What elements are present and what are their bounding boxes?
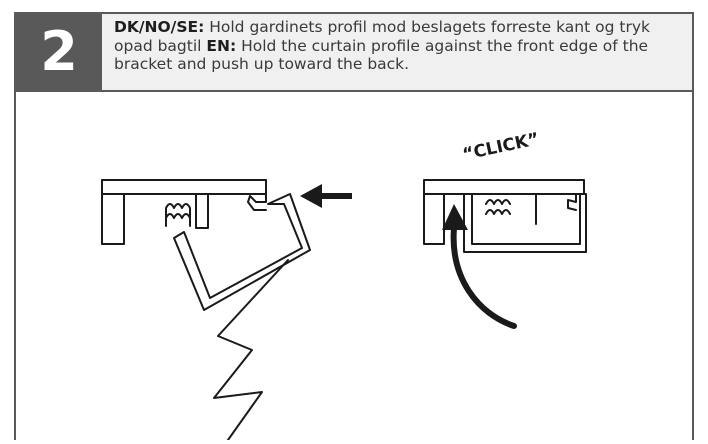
step-number: 2 (40, 20, 78, 83)
bracket-right (423, 179, 587, 253)
lift-arrow-icon (442, 204, 517, 329)
curtain-fabric-zigzag (213, 259, 289, 441)
step-header: 2 DK/NO/SE: Hold gardinets profil mod be… (14, 12, 694, 92)
lang1-text: Hold gardinets profil mod beslagets forr… (114, 18, 650, 55)
instruction-text: DK/NO/SE: Hold gardinets profil mod besl… (102, 14, 692, 90)
lang2-label: EN: (206, 36, 237, 55)
curtain-profile-tilted (173, 193, 311, 311)
bracket-left (101, 179, 267, 245)
lang1-label: DK/NO/SE: (114, 18, 205, 36)
illustration-panel: “CLICK” (14, 92, 694, 441)
push-arrow-icon (300, 184, 352, 208)
click-label: “CLICK” (461, 129, 541, 165)
mounting-illustration: “CLICK” (101, 129, 587, 441)
spring-left (165, 203, 191, 227)
lang2-text: Hold the curtain profile against the fro… (114, 36, 649, 74)
step-number-box: 2 (16, 14, 102, 90)
spring-right (485, 199, 511, 215)
